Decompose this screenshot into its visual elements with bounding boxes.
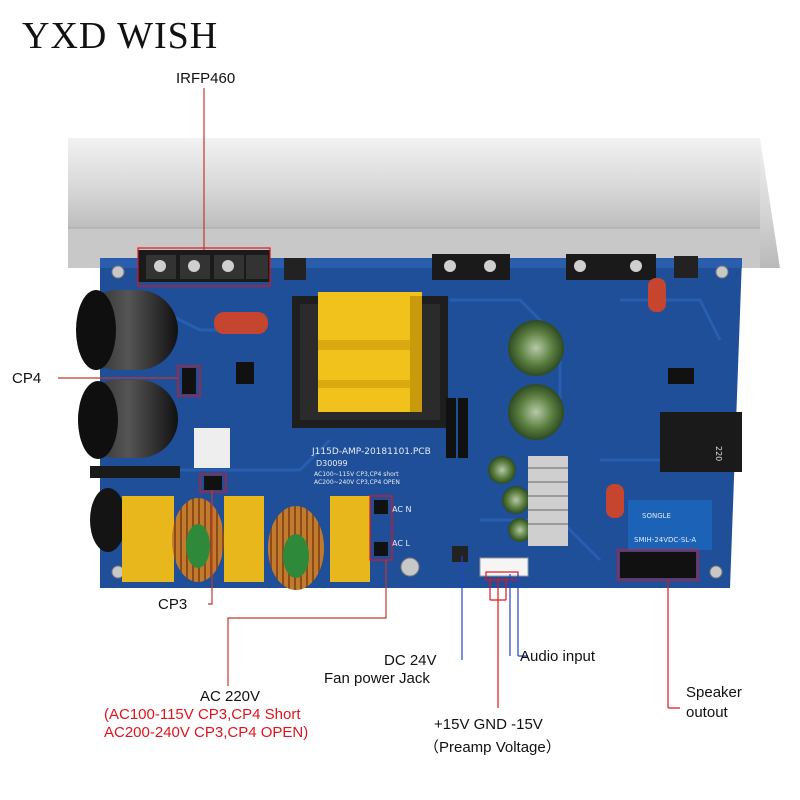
pcb-ac-n: AC N (392, 505, 411, 514)
callout-preamp-rails: +15V GND -15V (434, 716, 543, 733)
heatsink (68, 138, 780, 268)
relay-model: SMIH-24VDC-SL-A (634, 536, 696, 544)
box-capacitor-label: 220 (714, 446, 723, 461)
brand-logo-text: YXD WISH (22, 15, 219, 57)
small-capacitors (488, 320, 564, 542)
callout-cp4: CP4 (12, 370, 42, 387)
callout-preamp-voltage: （Preamp Voltage） (424, 739, 561, 756)
callout-ac-voltage-line1: (AC100-115V CP3,CP4 Short (104, 706, 301, 723)
relay-brand: SONGLE (642, 512, 671, 520)
x-capacitors (122, 428, 370, 582)
toroidal-chokes (172, 498, 324, 590)
irfp460-transistors (138, 250, 698, 282)
pcb-model-text: J115D-AMP-20181101.PCB (311, 447, 431, 457)
callout-irfp460: IRFP460 (176, 70, 236, 87)
speaker-relay: SONGLE SMIH-24VDC-SL-A (628, 500, 712, 550)
leader-ac220v (227, 560, 387, 686)
callout-audio-input: Audio input (520, 648, 596, 665)
leader-speaker (667, 580, 680, 709)
callout-fan-jack: Fan power Jack (324, 670, 430, 687)
callout-cp3: CP3 (158, 596, 188, 613)
leader-cp3 (208, 490, 213, 605)
leader-audio (509, 574, 528, 657)
callout-ac-voltage-line2: AC200-240V CP3,CP4 OPEN) (104, 724, 309, 741)
pcb-note-line2: AC200~240V CP3,CP4 OPEN (314, 479, 400, 486)
transformer (292, 292, 448, 428)
callout-dc24v: DC 24V (384, 652, 437, 669)
callout-ac220v: AC 220V (199, 688, 261, 705)
pcb-note-line1: AC100~115V CP3,CP4 short (314, 471, 399, 478)
film-capacitors (214, 278, 666, 518)
callout-speaker-line2: outout (686, 704, 728, 721)
leader-rails (489, 578, 507, 708)
box-capacitor-220: 220 (660, 412, 742, 472)
main-filter-capacitors (76, 290, 180, 552)
pcb-ac-l: AC L (392, 539, 410, 548)
callout-speaker-line1: Speaker (686, 684, 742, 701)
pcb-code-text: D30099 (316, 459, 348, 468)
regulator-heatsink (528, 456, 568, 546)
